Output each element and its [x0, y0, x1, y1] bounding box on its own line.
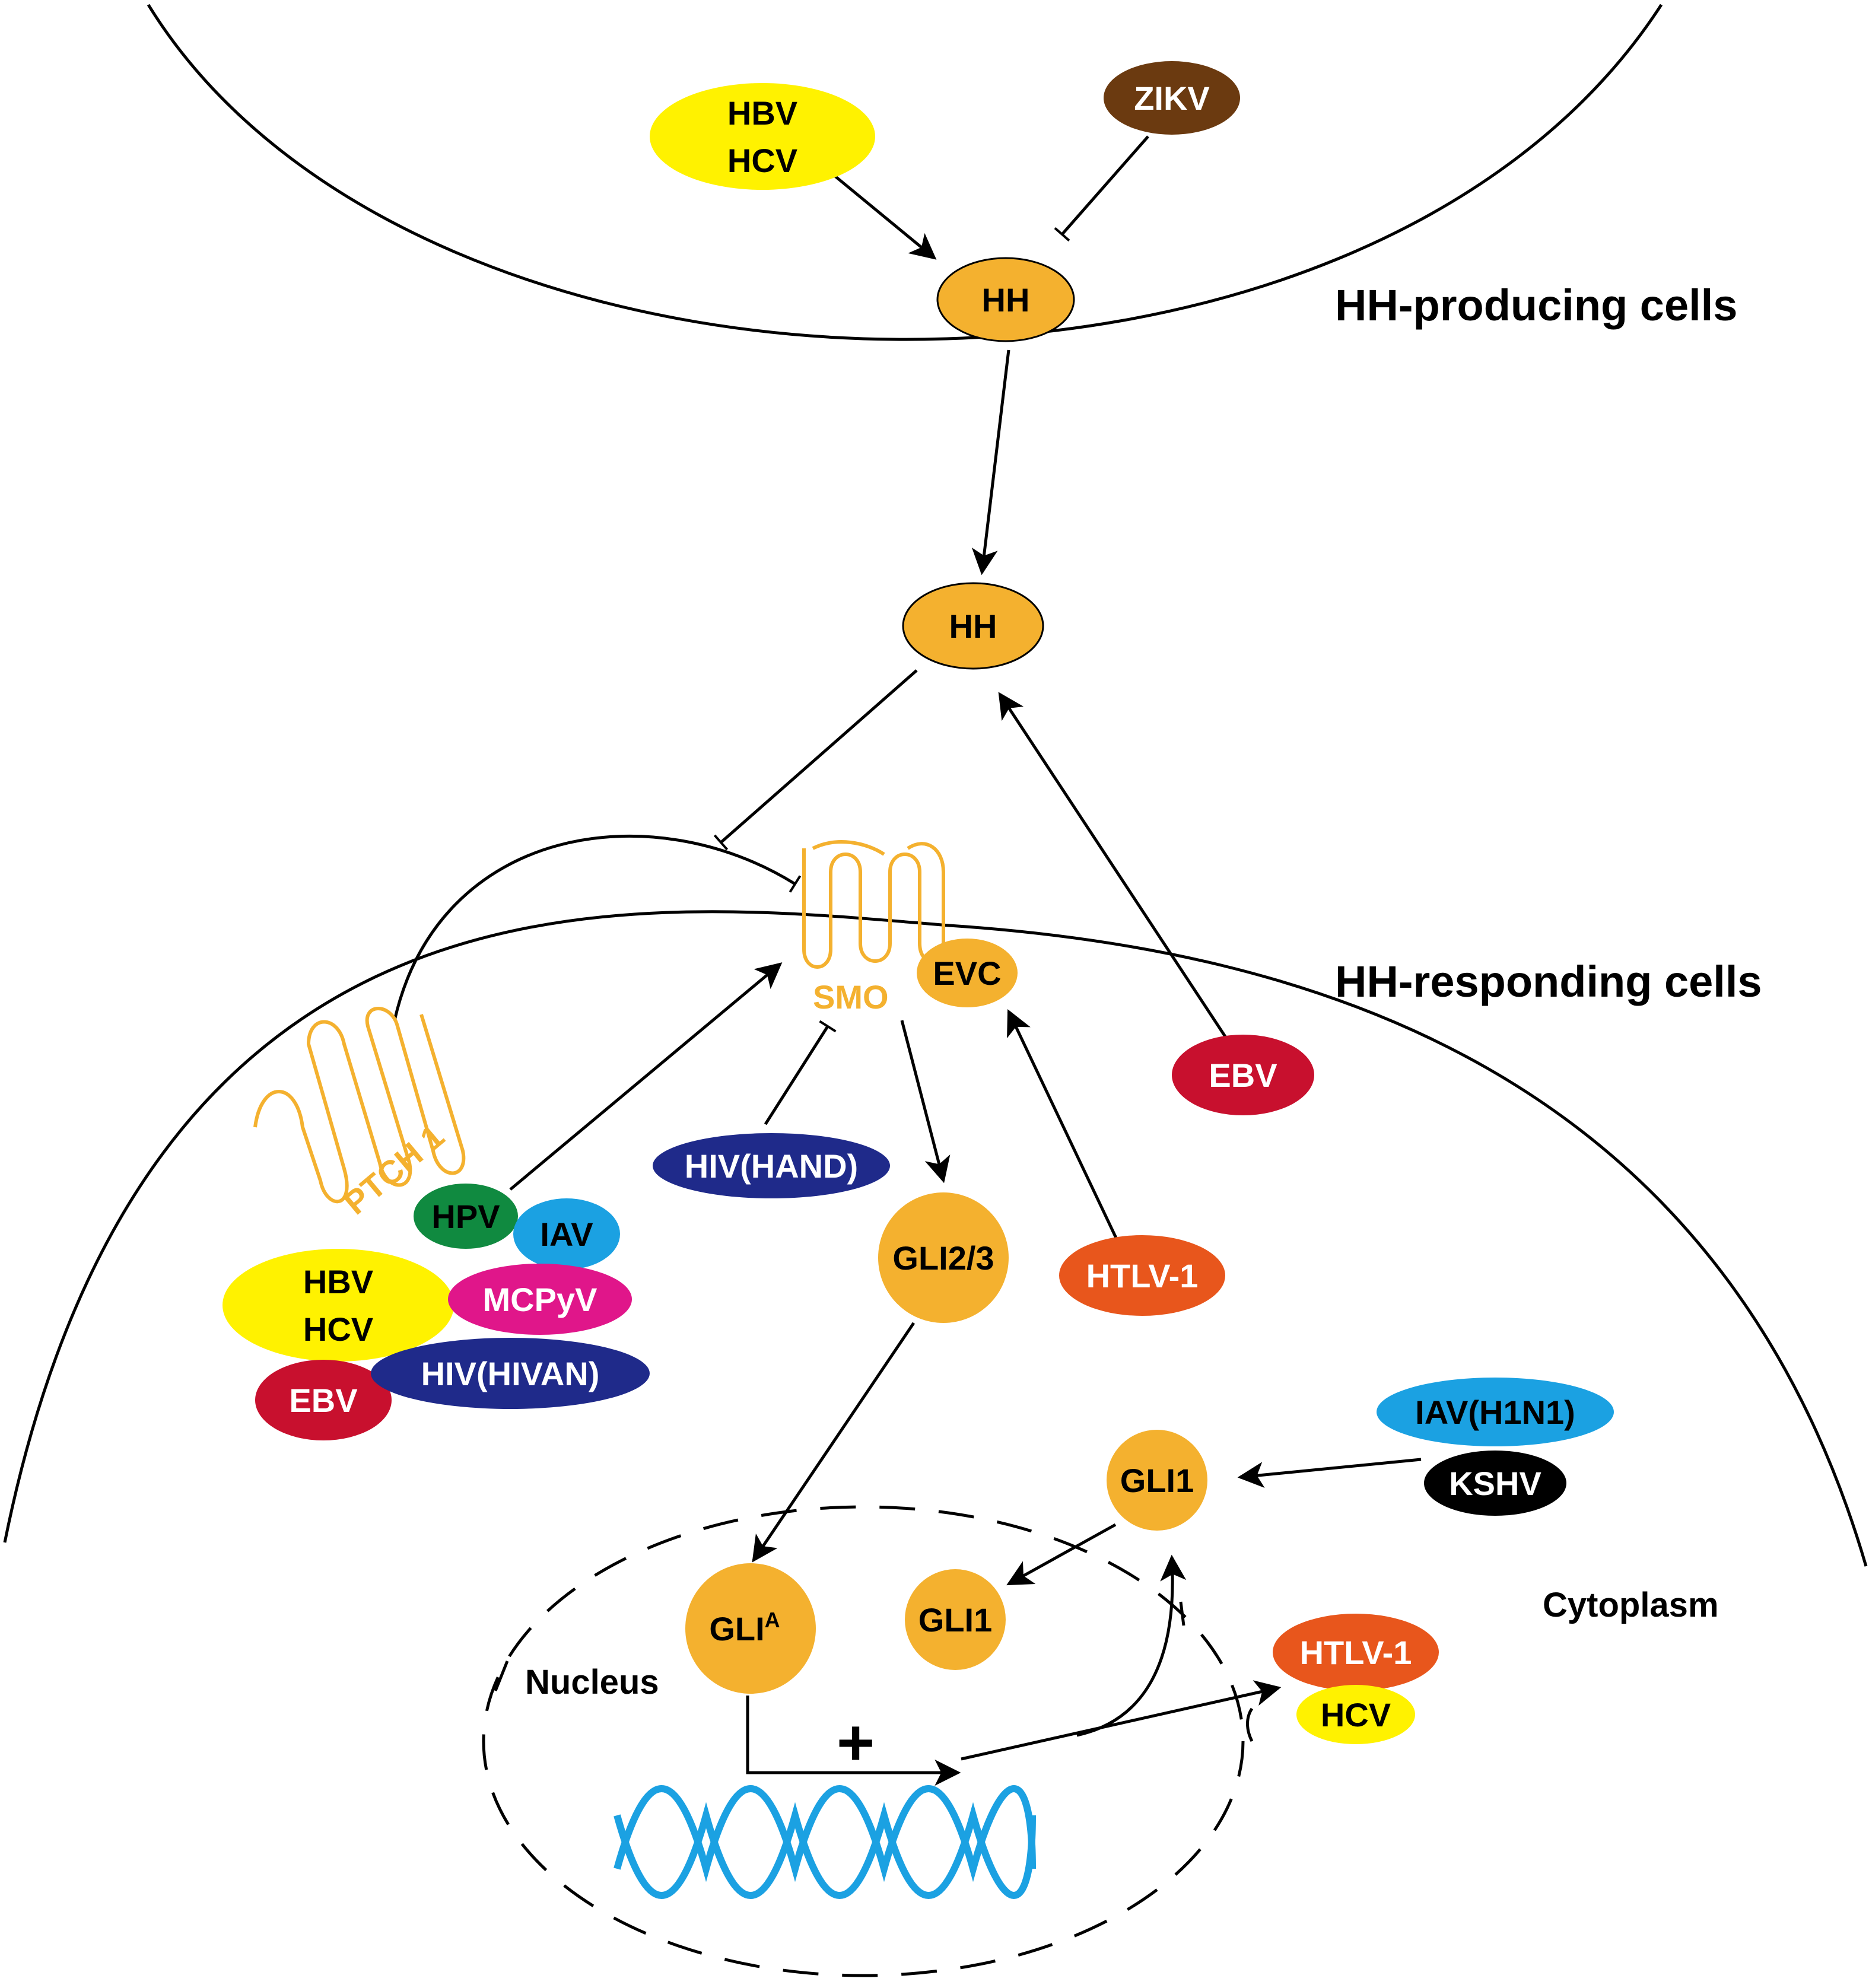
inhibit-bar-right: [1179, 1601, 1185, 1626]
arrow-glia-to-dna: [746, 1696, 961, 1786]
iav-label: IAV: [540, 1216, 593, 1253]
nucleus-envelope: [482, 1505, 1245, 1977]
gli-a-node: GLIA: [685, 1563, 816, 1694]
iav-h1n1-label: IAV(H1N1): [1415, 1394, 1575, 1431]
htlv1-mid-label: HTLV-1: [1086, 1257, 1199, 1294]
hiv-hand-label: HIV(HAND): [685, 1147, 858, 1185]
hcv-low-node: HCV: [1296, 1685, 1415, 1744]
hiv-hivan-node: HIV(HIVAN): [371, 1338, 650, 1409]
hh-responding-label: HH-responding cells: [1335, 957, 1762, 1006]
arrow-gli1-to-nucleus: [1006, 1523, 1117, 1586]
arrow-smo-to-gli23: [900, 1020, 951, 1184]
hh-mid-node: HH: [902, 582, 1044, 670]
hh-producing-label: HH-producing cells: [1335, 281, 1737, 330]
gli23-label: GLI2/3: [892, 1239, 994, 1277]
inhibit-ptch1-smo: [393, 834, 802, 1021]
ebv-left-label: EBV: [289, 1382, 357, 1419]
hbv-hcv-top-node: HBV HCV: [650, 83, 875, 190]
smo-label: SMO: [813, 978, 889, 1016]
hh-top-node: HH: [936, 257, 1075, 342]
activation-plus: +: [837, 1706, 875, 1779]
ptch1-receptor: [253, 1007, 466, 1204]
gli1-nucleus-node: GLI1: [905, 1569, 1006, 1670]
arrow-hcv-hook: [1246, 1707, 1254, 1742]
zikv-label: ZIKV: [1134, 79, 1210, 117]
cytoplasm-label: Cytoplasm: [1543, 1586, 1719, 1624]
gli1-cytoplasm-node: GLI1: [1107, 1430, 1207, 1531]
smo-receptor: [802, 840, 945, 969]
htlv1-low-label: HTLV-1: [1300, 1634, 1412, 1671]
arrow-htlv1-to-evc: [1007, 1009, 1120, 1244]
ebv-right-node: EBV: [1172, 1035, 1314, 1115]
hbv-top-label: HBV: [727, 94, 797, 132]
arrow-hpv-to-smo: [509, 962, 783, 1191]
htlv1-low-node: HTLV-1: [1273, 1614, 1439, 1691]
arrow-dna-to-htlv: [961, 1680, 1282, 1761]
hh-mid-label: HH: [949, 607, 997, 645]
producing-cell-membrane: [147, 4, 1663, 341]
gli-a-main: GLI: [709, 1610, 764, 1647]
gli1-cytoplasm-label: GLI1: [1120, 1462, 1194, 1499]
gli1-nucleus-label: GLI1: [918, 1601, 992, 1639]
hh-top-label: HH: [982, 281, 1030, 319]
gli-a-superscript: A: [765, 1608, 780, 1632]
zikv-node: ZIKV: [1104, 61, 1240, 135]
arrow-dna-to-gli1: [1076, 1554, 1187, 1737]
hbv-left-label: HBV: [303, 1263, 373, 1300]
mcpyv-node: MCPyV: [448, 1264, 632, 1335]
arrow-ebv-to-hh: [998, 692, 1236, 1051]
gli-a-label: GLIA: [709, 1608, 780, 1647]
ebv-left-node: EBV: [255, 1360, 392, 1440]
hpv-node: HPV: [414, 1184, 518, 1249]
arrow-gli23-to-glia: [752, 1322, 916, 1563]
arrow-hh-secretion: [971, 349, 1010, 575]
hcv-top-label: HCV: [727, 142, 797, 179]
dna-strand-2: [614, 1785, 1036, 1882]
mcpyv-label: MCPyV: [483, 1281, 597, 1318]
responding-cell-membrane: [3, 910, 1868, 1567]
evc-label: EVC: [933, 955, 1001, 992]
hcv-left-label: HCV: [303, 1311, 373, 1348]
arrow-hbvhcv-to-hh: [832, 174, 937, 260]
kshv-label: KSHV: [1449, 1465, 1541, 1502]
inhibit-zikv-hh: [1054, 135, 1149, 242]
iav-node: IAV: [513, 1198, 620, 1270]
hiv-hand-node: HIV(HAND): [653, 1133, 890, 1198]
iav-h1n1-node: IAV(H1N1): [1377, 1378, 1614, 1446]
kshv-node: KSHV: [1424, 1451, 1566, 1516]
hiv-hivan-label: HIV(HIVAN): [421, 1355, 600, 1392]
dna-strand-1: [614, 1802, 1036, 1899]
gli23-node: GLI2/3: [878, 1192, 1009, 1323]
ebv-right-label: EBV: [1209, 1057, 1277, 1094]
hcv-low-label: HCV: [1321, 1696, 1391, 1733]
evc-node: EVC: [917, 939, 1018, 1007]
nucleus-label-tick: [494, 1661, 509, 1691]
arrow-iav-to-gli1: [1237, 1458, 1422, 1488]
hbv-hcv-left-node: HBV HCV: [223, 1249, 454, 1362]
nucleus-label: Nucleus: [525, 1663, 659, 1701]
htlv1-mid-node: HTLV-1: [1059, 1235, 1225, 1316]
inhibit-hh-ptch1: [713, 669, 918, 851]
inhibit-hivhand-smo: [764, 1020, 837, 1125]
hpv-label: HPV: [431, 1198, 500, 1235]
